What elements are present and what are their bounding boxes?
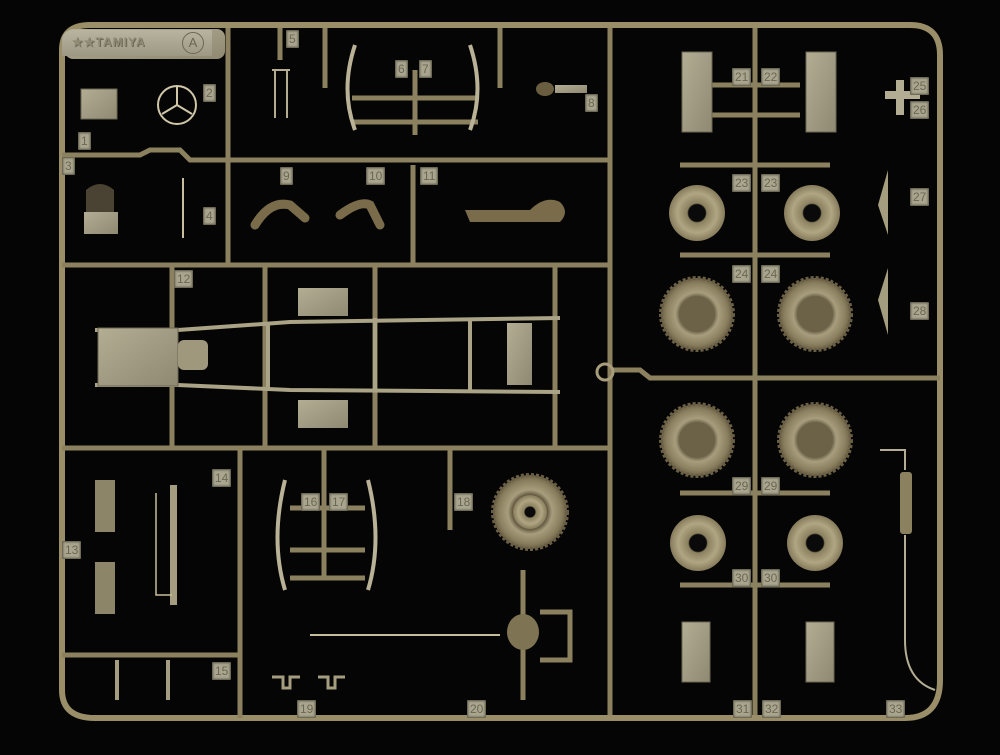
- part-tag-30b: 30: [761, 569, 781, 587]
- part-tag-23b: 23: [761, 174, 781, 192]
- part-tag-27: 27: [910, 188, 930, 206]
- brand-logo: ★★TAMIYA: [72, 35, 146, 49]
- part-tag-19: 19: [297, 700, 317, 718]
- part-9-arm: [250, 199, 310, 230]
- part-tag-14: 14: [212, 469, 232, 487]
- runner-gate-ring: [595, 362, 615, 382]
- part-17-spring: [366, 479, 378, 591]
- outer-runner-frame: [59, 22, 943, 721]
- brand-plate-label: ★★TAMIYA A: [62, 30, 212, 56]
- part-tag-12: 12: [174, 270, 194, 288]
- part-28-lamp: [878, 268, 888, 335]
- fuel-tank-top: [298, 288, 348, 316]
- part-tag-33: 33: [886, 700, 906, 718]
- part-8-figure-head: [536, 82, 554, 96]
- part-tag-2: 2: [203, 84, 216, 102]
- part-tag-7: 7: [419, 60, 432, 78]
- part-27-lamp: [878, 170, 888, 235]
- part-23-wheel-inner: [669, 185, 725, 241]
- part-16-spring: [275, 479, 287, 591]
- part-tag-5: 5: [286, 30, 299, 48]
- part-22-seat-back: [805, 51, 837, 133]
- part-31-mudguard: [681, 621, 711, 683]
- part-tag-24a: 24: [732, 265, 752, 283]
- part-tag-32: 32: [762, 700, 782, 718]
- part-tag-31: 31: [733, 700, 753, 718]
- fuel-tank-bottom: [298, 400, 348, 428]
- part-tag-15: 15: [212, 662, 232, 680]
- part-tag-3: 3: [62, 157, 75, 175]
- part-6-leaf-spring: [345, 44, 357, 131]
- part-tag-26: 26: [910, 101, 930, 119]
- part-tag-29a: 29: [732, 477, 752, 495]
- part-tag-30a: 30: [732, 569, 752, 587]
- part-tag-4: 4: [203, 207, 216, 225]
- part-tag-13: 13: [62, 541, 82, 559]
- part-tag-29b: 29: [761, 477, 781, 495]
- part-tag-10: 10: [366, 167, 386, 185]
- part-5-pedal: [272, 69, 290, 118]
- part-tag-22: 22: [761, 68, 781, 86]
- part-tag-25: 25: [910, 77, 930, 95]
- part-tag-17: 17: [329, 493, 349, 511]
- part-tag-23a: 23: [732, 174, 752, 192]
- part-32-mudguard: [805, 621, 835, 683]
- part-tag-1: 1: [78, 132, 91, 150]
- part-tag-11: 11: [420, 167, 439, 185]
- part-33-exhaust: [880, 449, 906, 470]
- part-2-steering-wheel: [157, 85, 197, 125]
- part-13-mudflap: [95, 480, 115, 532]
- part-7-leaf-spring: [468, 44, 480, 131]
- part-tag-9: 9: [280, 167, 293, 185]
- part-tag-16: 16: [301, 493, 321, 511]
- part-tag-6: 6: [395, 60, 408, 78]
- part-21-seat-back: [681, 51, 713, 133]
- part-10-arm: [335, 199, 385, 230]
- part-25-26-bracket: [885, 80, 920, 115]
- part-15-brackets: [115, 660, 170, 700]
- part-11-figure-body: [465, 199, 565, 222]
- part-tag-21: 21: [732, 68, 752, 86]
- part-tag-18: 18: [454, 493, 474, 511]
- part-19-brackets: [272, 675, 345, 690]
- part-1-cushion: [80, 88, 118, 120]
- part-tag-20: 20: [467, 700, 487, 718]
- part-14-bumper: [170, 485, 177, 605]
- part-tag-24b: 24: [761, 265, 781, 283]
- part-tag-8: 8: [585, 94, 598, 112]
- runner-letter-badge: A: [182, 32, 204, 54]
- part-30-hub: [670, 515, 726, 571]
- part-tag-28: 28: [910, 302, 930, 320]
